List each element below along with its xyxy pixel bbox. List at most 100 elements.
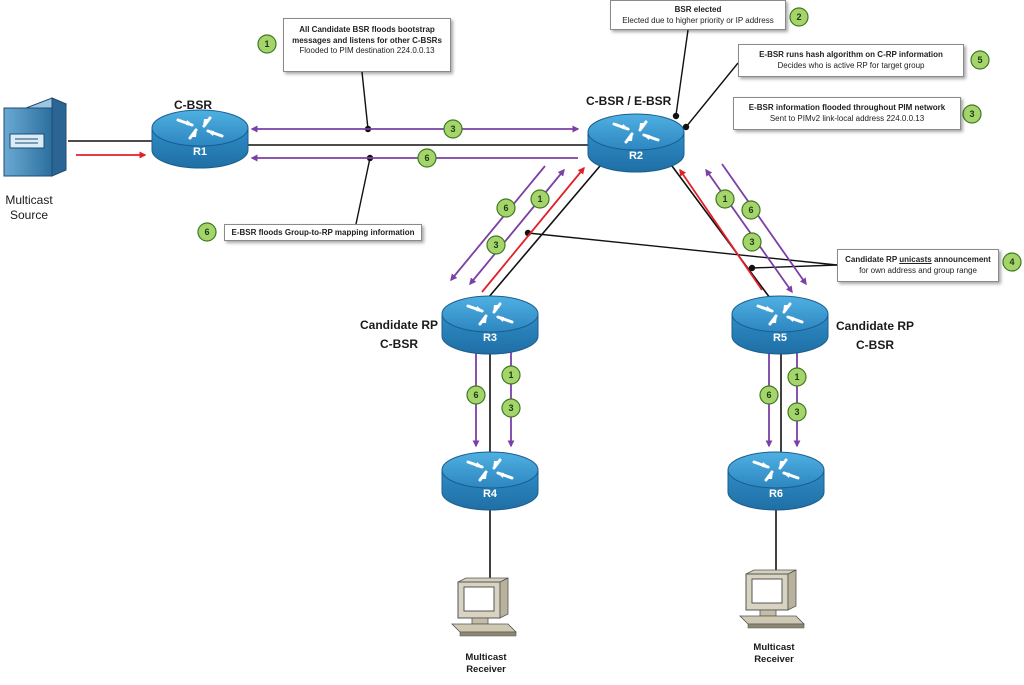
router-icon	[441, 451, 539, 511]
arrow-r3-to-r2-unicast	[481, 166, 585, 293]
badge-r3r4-3: 3	[501, 398, 521, 418]
link-r2-r3	[487, 165, 601, 299]
router-r3	[441, 295, 539, 355]
badge-r1r2-top: 3	[443, 119, 463, 139]
flow-arrows	[76, 125, 807, 448]
leader-step5	[685, 62, 739, 128]
svg-text:6: 6	[424, 153, 429, 163]
badge-r2r5-3: 3	[742, 232, 762, 252]
callout-step4-line1: Candidate RP unicasts announcement	[845, 255, 991, 264]
callout-step6: E-BSR floods Group-to-RP mapping informa…	[224, 224, 422, 241]
callout-step3: E-BSR information flooded throughout PIM…	[733, 97, 961, 130]
router-icon	[441, 295, 539, 355]
callout-step4-line2: for own address and group range	[859, 265, 977, 275]
badge-r5r6-1: 1	[787, 367, 807, 387]
svg-text:3: 3	[794, 407, 799, 417]
receiver-right-label: Multicast Receiver	[753, 642, 795, 665]
svg-text:6: 6	[473, 390, 478, 400]
svg-text:6: 6	[204, 227, 209, 237]
svg-text:1: 1	[264, 39, 269, 49]
callout-step4: Candidate RP unicasts announcement for o…	[837, 249, 999, 282]
callout-step3-line2: Sent to PIMv2 link-local address 224.0.0…	[769, 113, 925, 123]
arrow-r5-to-r2-unicast	[679, 168, 763, 291]
arrow-r2-r5-bootstrap	[705, 168, 793, 294]
callout-step1-line1: All Candidate BSR floods bootstrap	[299, 25, 435, 34]
svg-text:1: 1	[794, 372, 799, 382]
router-r6-name: R6	[769, 488, 783, 500]
arrow-r3-r2-bootstrap	[469, 168, 565, 286]
computer-icon	[739, 569, 805, 629]
callout-step5-line1: E-BSR runs hash algorithm on C-RP inform…	[759, 50, 943, 59]
svg-text:3: 3	[749, 237, 754, 247]
svg-text:6: 6	[766, 390, 771, 400]
badge-r1r2-bottom: 6	[417, 148, 437, 168]
server-icon	[3, 97, 68, 177]
r2-role-label: C-BSR / E-BSR	[586, 94, 672, 108]
badge-r2r5-1: 1	[715, 189, 735, 209]
badge-step5: 5	[970, 50, 990, 70]
callout-step2-line2: Elected due to higher priority or IP add…	[622, 15, 774, 25]
leader-step1	[361, 71, 369, 130]
callout-step2: BSR elected Elected due to higher priori…	[610, 0, 786, 30]
leader-step6	[355, 157, 371, 225]
badge-r5r6-6: 6	[759, 385, 779, 405]
callout-step1-line2: messages and listens for other C-BSRs	[292, 35, 442, 45]
arrow-r2-to-r5-mapping	[721, 163, 807, 286]
router-r5	[731, 295, 829, 355]
badge-r3r4-6: 6	[466, 385, 486, 405]
svg-text:3: 3	[493, 240, 498, 250]
router-icon	[727, 451, 825, 511]
callout-step2-line1: BSR elected	[674, 5, 722, 14]
leader-step2	[675, 29, 689, 116]
svg-text:4: 4	[1009, 257, 1014, 267]
callout-step1-line3: Flooded to PIM destination 224.0.0.13	[299, 46, 435, 55]
router-r5-name: R5	[773, 332, 787, 344]
badge-step2: 2	[789, 7, 809, 27]
router-icon	[587, 113, 685, 173]
router-r1	[151, 109, 249, 169]
badge-r3r2-6: 6	[496, 198, 516, 218]
badge-step1: 1	[257, 34, 277, 54]
svg-text:2: 2	[796, 12, 801, 22]
badge-step3: 3	[962, 104, 982, 124]
svg-text:5: 5	[977, 55, 982, 65]
step-badges: 1 2 5 3 4 6 3 6 6 1 3 1 6 3 6 1 3 6 1 3	[197, 7, 1022, 422]
router-r6	[727, 451, 825, 511]
badge-r3r2-3: 3	[486, 235, 506, 255]
callout-step6-line1: E-BSR floods Group-to-RP mapping informa…	[231, 228, 415, 237]
badge-r5r6-3: 3	[787, 402, 807, 422]
callout-step1: All Candidate BSR floods bootstrap messa…	[283, 18, 451, 72]
router-r2	[587, 113, 685, 173]
r1-role-label: C-BSR	[174, 98, 212, 112]
router-r4-name: R4	[483, 488, 498, 500]
svg-text:1: 1	[508, 370, 513, 380]
links	[68, 140, 782, 583]
badge-step4: 4	[1002, 252, 1022, 272]
router-icon	[151, 109, 249, 169]
svg-text:3: 3	[508, 403, 513, 413]
callout-step5: E-BSR runs hash algorithm on C-RP inform…	[738, 44, 964, 77]
svg-text:1: 1	[722, 194, 727, 204]
badge-r2r5-6: 6	[741, 200, 761, 220]
computer-icon	[451, 577, 517, 637]
receiver-left-label: Multicast Receiver	[465, 652, 507, 675]
callout-step5-line2: Decides who is active RP for target grou…	[777, 60, 925, 70]
svg-text:3: 3	[450, 124, 455, 134]
svg-text:6: 6	[503, 203, 508, 213]
leader-step4-a	[527, 232, 838, 266]
router-r4	[441, 451, 539, 511]
router-icon	[731, 295, 829, 355]
badge-step6: 6	[197, 222, 217, 242]
svg-text:6: 6	[748, 205, 753, 215]
arrow-r2-to-r3-mapping	[450, 165, 546, 282]
router-r2-name: R2	[629, 150, 643, 162]
badge-r3r4-1: 1	[501, 365, 521, 385]
badge-r3r2-1: 1	[530, 189, 550, 209]
r5-role-label: Candidate RP C-BSR	[835, 319, 914, 352]
svg-text:1: 1	[537, 194, 542, 204]
router-r1-name: R1	[193, 146, 207, 158]
source-label: Multicast Source	[5, 193, 53, 222]
r3-role-label: Candidate RP C-BSR	[359, 318, 438, 351]
